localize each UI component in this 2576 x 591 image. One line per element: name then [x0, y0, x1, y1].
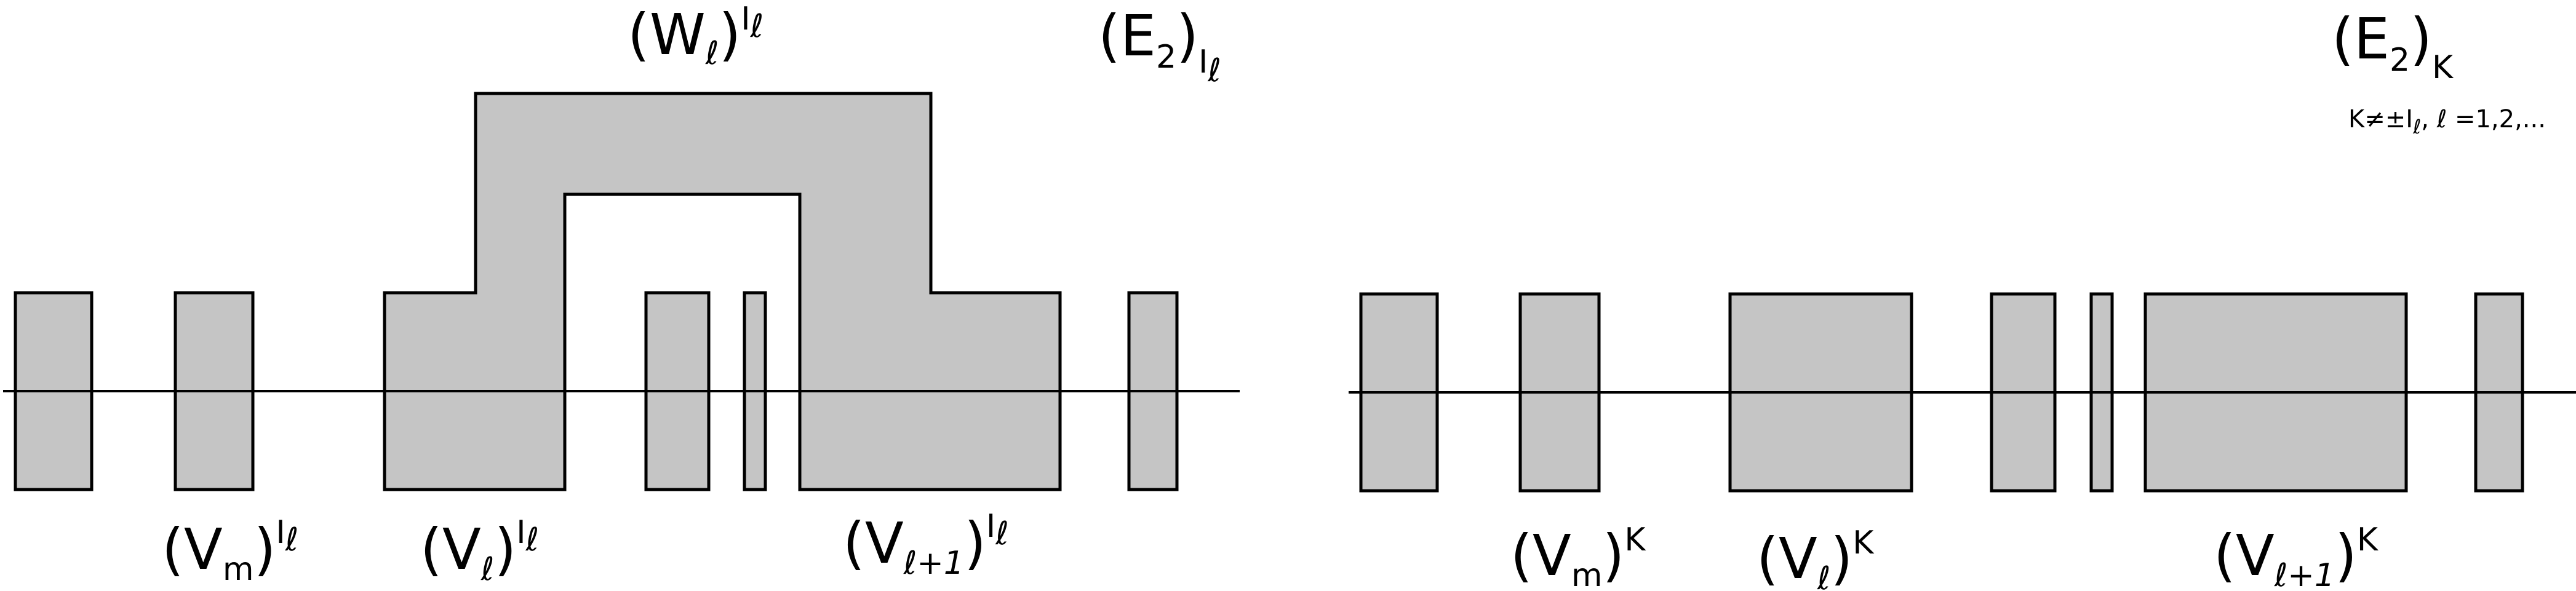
vm-label-right: (Vm)K	[1510, 522, 1646, 591]
vl-label-right: (Vℓ)K	[1757, 525, 1875, 591]
right-panel: (E2)K K≠±Iℓ, ℓ =1,2,... (Vm)K (Vℓ)K (Vℓ+…	[1349, 6, 2576, 591]
vl1-label-left: (Vℓ+1)Iℓ	[843, 508, 1009, 582]
w-bridge-region	[383, 92, 1062, 491]
right-condition: K≠±Iℓ, ℓ =1,2,...	[2348, 105, 2546, 138]
right-title: (E2)K	[2332, 6, 2454, 86]
vm-label-left: (Vm)Iℓ	[162, 514, 298, 588]
vl1-label-right: (Vℓ+1)K	[2214, 522, 2379, 591]
left-panel: (E2)Iℓ (Wℓ)Iℓ (Vm)Iℓ (Vℓ)Iℓ (Vℓ+1)Iℓ	[3, 1, 1240, 588]
w-label: (Wℓ)Iℓ	[628, 1, 764, 72]
left-title: (E2)Iℓ	[1098, 3, 1221, 89]
vl-label-left: (Vℓ)Iℓ	[420, 514, 539, 588]
